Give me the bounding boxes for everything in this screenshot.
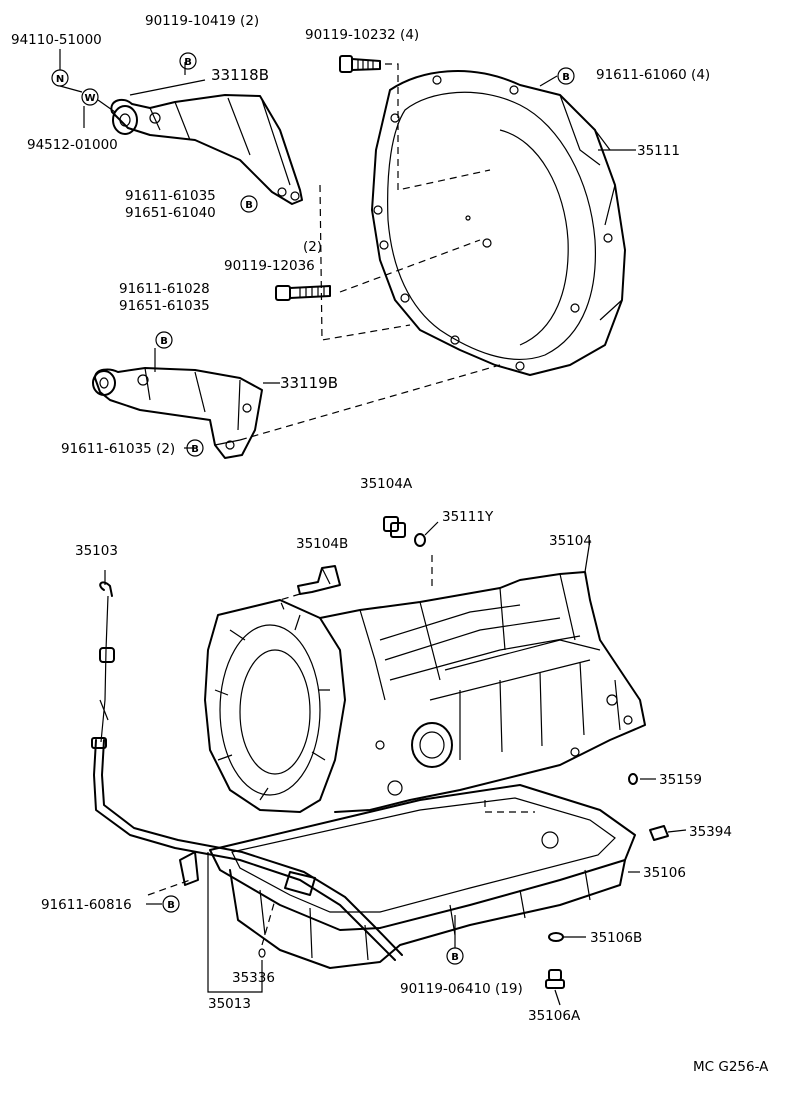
bracket-33119b (92, 367, 263, 459)
label-91611-61028: 91611-61028 (119, 281, 210, 297)
magnet-35394 (649, 825, 669, 841)
label-35104b: 35104B (296, 536, 348, 552)
label-90119-10232: 90119-10232 (4) (305, 27, 419, 43)
nut-symbol: N (51, 69, 69, 87)
label-91611-61035-a: 91611-61035 (125, 188, 216, 204)
plug-35104a (383, 516, 406, 538)
leader-90119-10419 (129, 79, 206, 96)
oring-35336 (258, 948, 266, 958)
label-90119-06410: 90119-06410 (19) (400, 981, 523, 997)
washer-symbol: W (81, 88, 99, 106)
label-35111y: 35111Y (442, 509, 494, 525)
label-91611-61060: 91611-61060 (4) (596, 67, 710, 83)
bolt-90119-12036 (275, 285, 331, 301)
bracket-91611-60816 (179, 851, 199, 886)
label-94512-01000: 94512-01000 (27, 137, 118, 153)
svg-text:B: B (167, 900, 175, 911)
label-35104a: 35104A (360, 476, 413, 492)
oil-pan-35106 (209, 784, 636, 969)
transmission-case-35104 (204, 571, 646, 813)
label-91611-61035-b: 91611-61035 (2) (61, 441, 175, 457)
label-33119b: 33119B (280, 374, 338, 392)
label-35106: 35106 (643, 865, 686, 881)
svg-text:B: B (160, 336, 168, 347)
label-35159: 35159 (659, 772, 702, 788)
label-33118b: 33118B (211, 66, 269, 84)
label-35013: 35013 (208, 996, 251, 1012)
label-90119-12036: 90119-12036 (224, 258, 315, 274)
bolt-90119-10232 (339, 55, 381, 73)
label-90119-10419: 90119-10419 (2) (145, 13, 259, 29)
label-qty-2: (2) (303, 239, 322, 255)
bracket-33118b (110, 94, 303, 205)
label-91611-60816: 91611-60816 (41, 897, 132, 913)
nut-symbol-label: N (56, 74, 64, 85)
svg-text:B: B (191, 444, 199, 455)
dipstick-35103 (99, 581, 115, 743)
elbow-35104b (297, 565, 341, 595)
bell-housing-35111 (371, 70, 626, 376)
label-35103: 35103 (75, 543, 118, 559)
label-94110-51000: 94110-51000 (11, 32, 102, 48)
drain-plug-35106a (545, 969, 565, 989)
svg-text:B: B (245, 200, 253, 211)
label-91651-61035: 91651-61035 (119, 298, 210, 314)
washer-symbol-label: W (84, 93, 95, 104)
label-91651-61040: 91651-61040 (125, 205, 216, 221)
bolt-symbol: B (179, 52, 197, 70)
svg-text:B: B (562, 72, 570, 83)
figure-code: MC G256-A (693, 1059, 769, 1075)
label-35394: 35394 (689, 824, 732, 840)
label-35336: 35336 (232, 970, 275, 986)
gasket-35106b (548, 932, 564, 942)
label-35106a: 35106A (528, 1008, 581, 1024)
label-35106b: 35106B (590, 930, 642, 946)
gasket-35159 (628, 773, 638, 785)
oring-35111y (414, 533, 426, 547)
label-35111: 35111 (637, 143, 680, 159)
label-35104: 35104 (549, 533, 592, 549)
svg-text:B: B (184, 57, 192, 68)
svg-text:B: B (451, 952, 459, 963)
